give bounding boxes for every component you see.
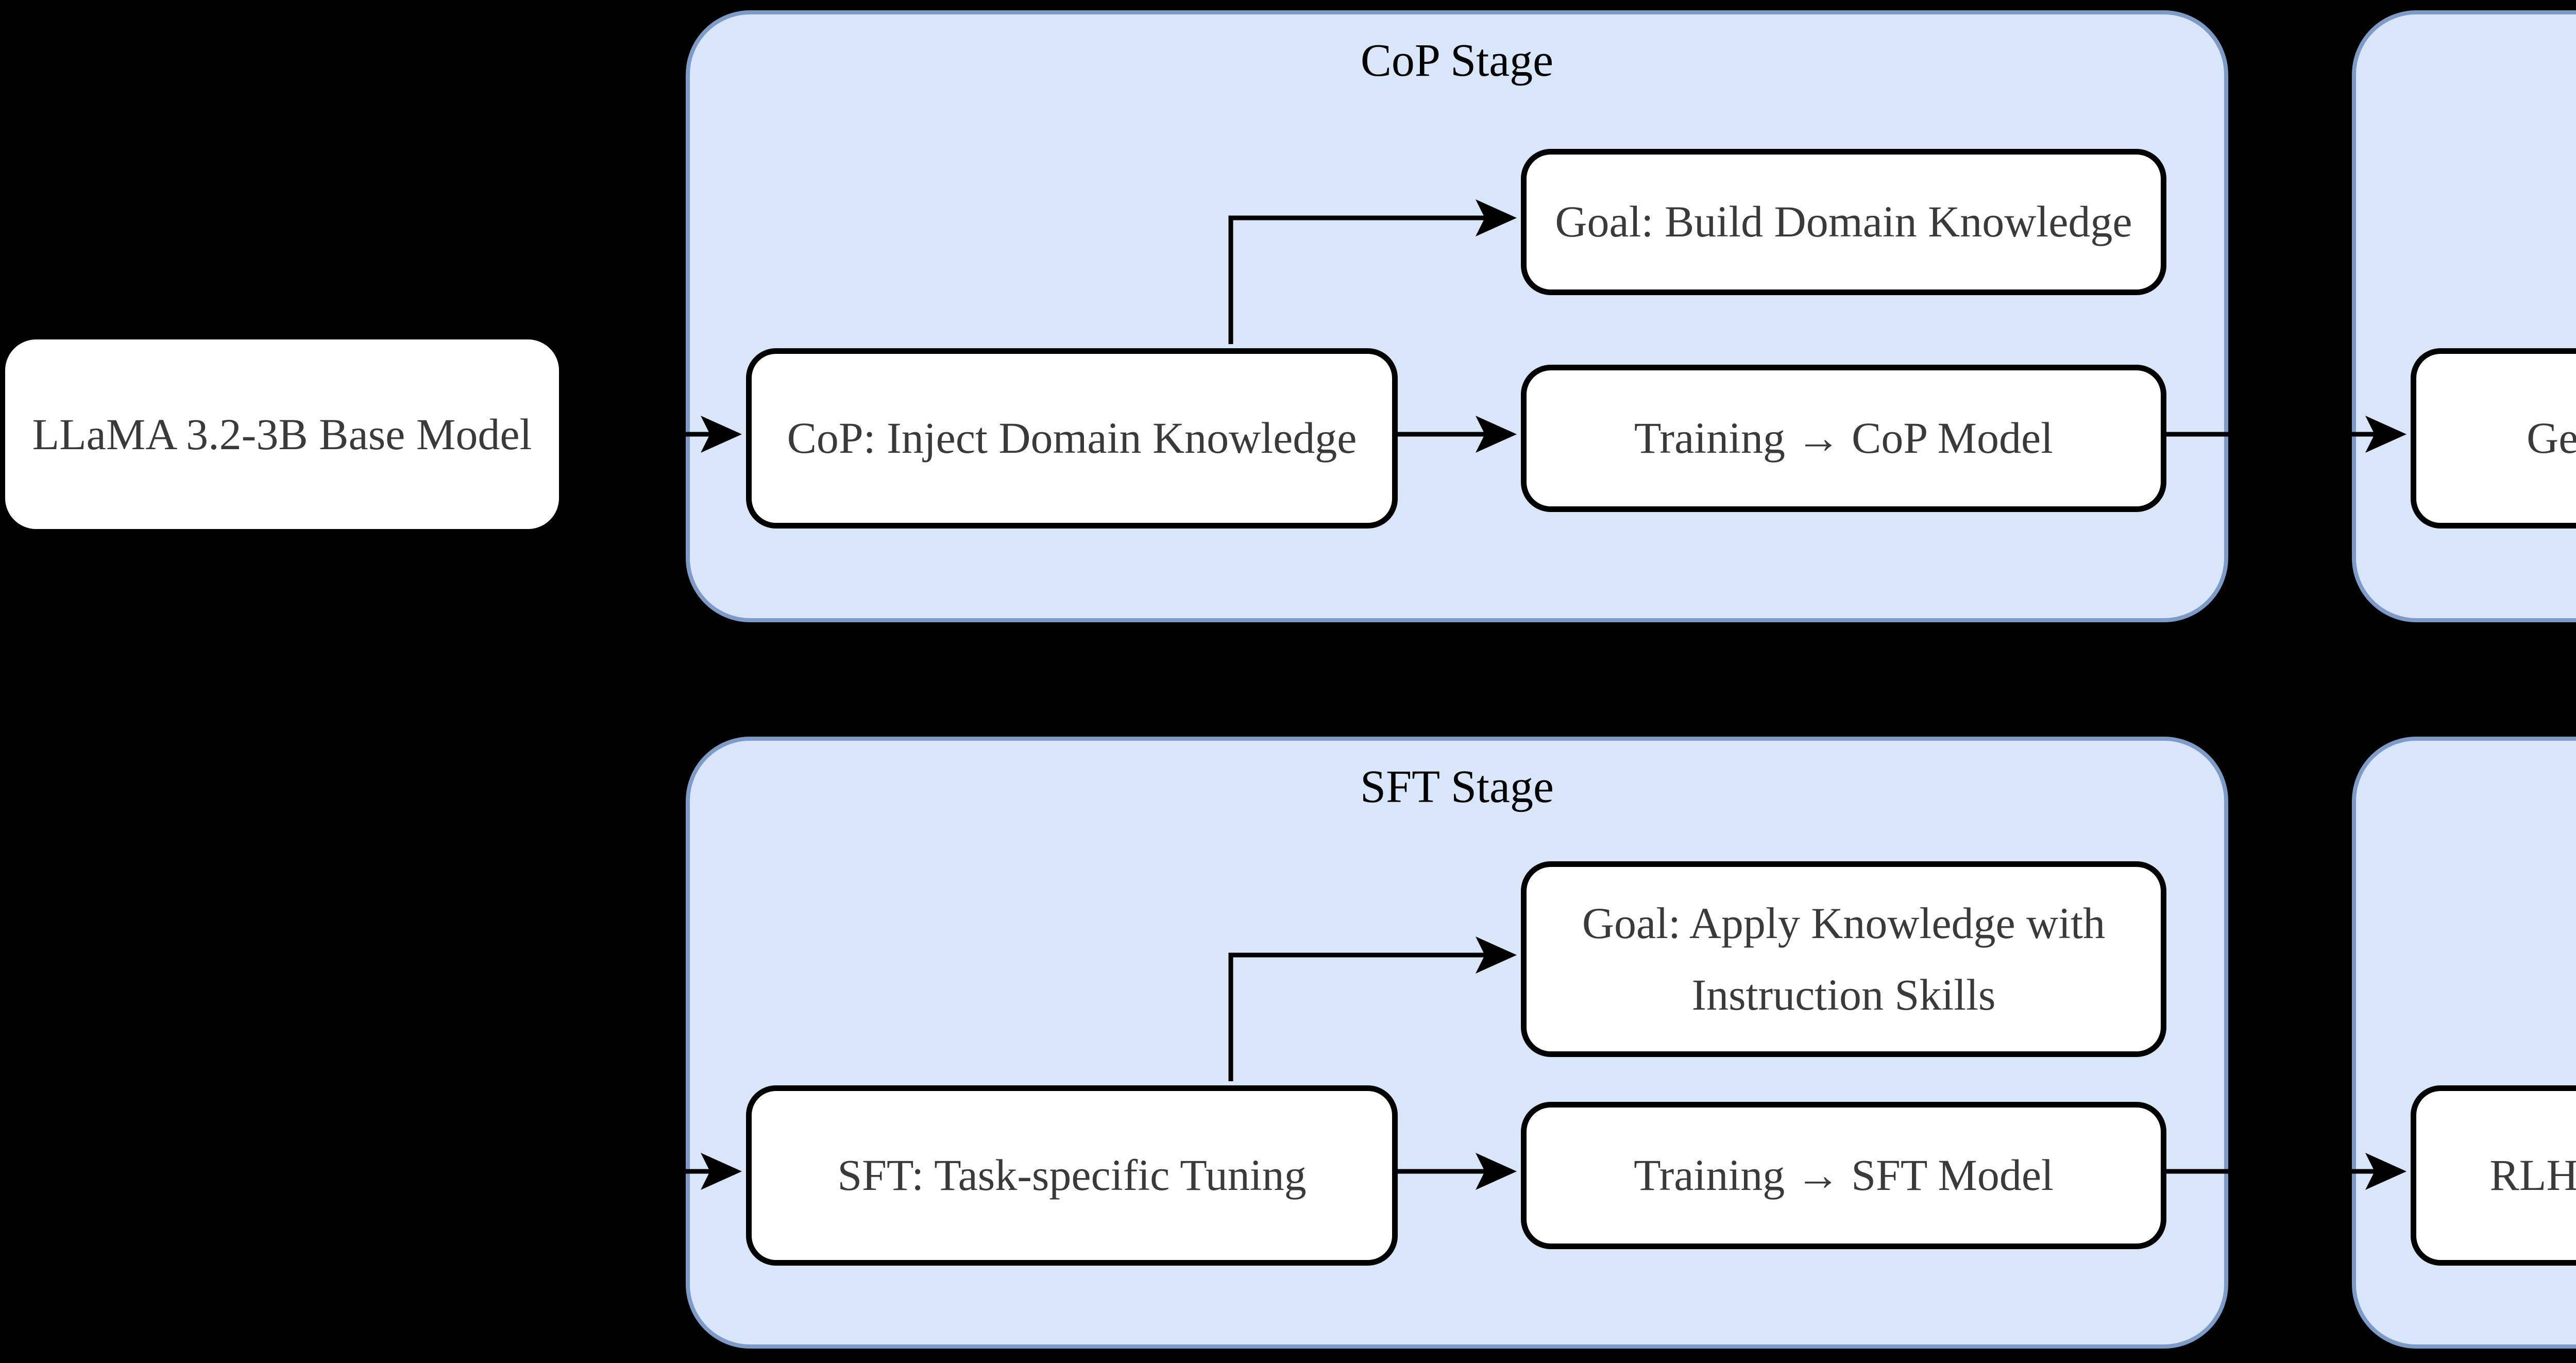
stage-rlhf-title: RLHF Stage [2356, 760, 2576, 813]
cop-main-node: CoP: Inject Domain Knowledge [746, 348, 1398, 529]
stage-sft: SFT Stage SFT: Task-specific Tuning Goal… [686, 737, 2228, 1349]
base-model-label: LLaMA 3.2-3B Base Model [32, 410, 532, 459]
stage-instruct-title: Instruct Stage [2356, 34, 2576, 87]
sft-main-node: SFT: Task-specific Tuning [746, 1085, 1398, 1266]
stage-sft-title: SFT Stage [1360, 761, 1554, 812]
instruct-main-node: General Instruct Tuning [2411, 348, 2576, 529]
base-model-node: LLaMA 3.2-3B Base Model [5, 339, 559, 529]
sft-training-node: Training → SFT Model [1521, 1102, 2166, 1249]
cop-goal-node: Goal: Build Domain Knowledge [1521, 149, 2166, 295]
sft-goal-node: Goal: Apply Knowledge with Instruction S… [1521, 861, 2166, 1057]
stage-cop-title: CoP Stage [1360, 35, 1554, 86]
cop-training-node: Training → CoP Model [1521, 365, 2166, 512]
rlhf-main-node: RLHF: Behavior Alignment [2411, 1085, 2576, 1266]
stage-rlhf: RLHF Stage RLHF: Behavior Alignment Goal… [2352, 737, 2576, 1349]
stage-cop: CoP Stage CoP: Inject Domain Knowledge G… [686, 10, 2228, 622]
stage-instruct: Instruct Stage General Instruct Tuning G… [2352, 10, 2576, 622]
